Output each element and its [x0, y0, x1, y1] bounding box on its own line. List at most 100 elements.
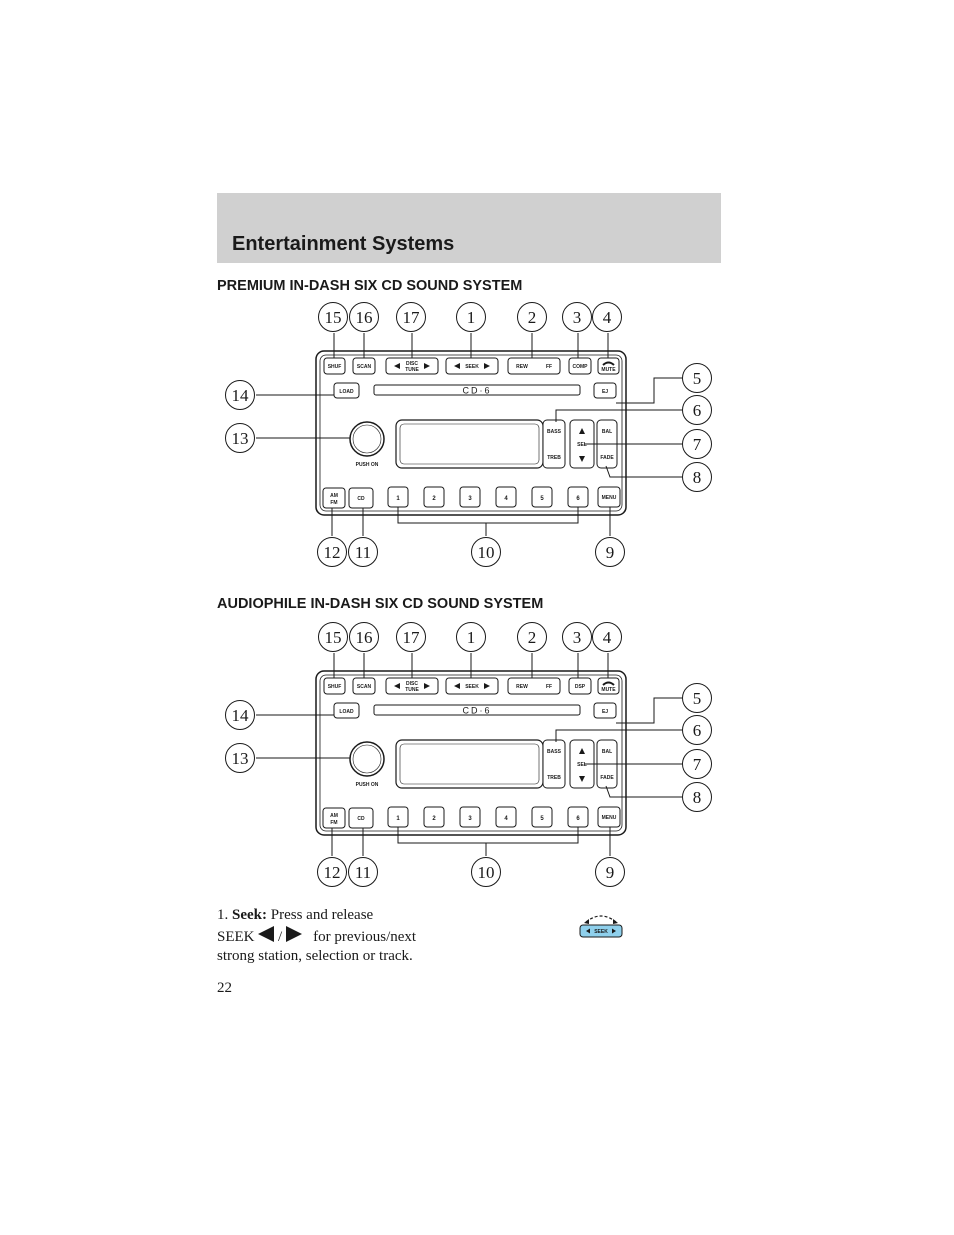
menu-label: MENU: [602, 815, 617, 821]
callout-number: 13: [225, 743, 255, 773]
callout-number: 13: [225, 423, 255, 453]
callout-circle: [317, 537, 347, 567]
callout-number: 15: [318, 302, 348, 332]
leader-8: [605, 465, 682, 478]
callout-number: 5: [682, 683, 712, 713]
callout-label: 11: [355, 863, 371, 882]
bass-treb-button: [542, 419, 566, 469]
callout-number: 6: [682, 395, 712, 425]
sel-down-arrow-icon: [579, 776, 585, 782]
callout-label: 2: [528, 308, 537, 327]
ej-label: EJ: [602, 709, 608, 715]
callout-circle: [682, 429, 712, 459]
seek-motion-arc-icon: [585, 915, 617, 923]
callout-label: 6: [693, 721, 702, 740]
callout-number: 3: [562, 622, 592, 652]
callout-circle: [348, 857, 378, 887]
callout-circle: [682, 395, 712, 425]
leader-8: [605, 785, 682, 798]
cd6-logo: CD·6: [462, 706, 491, 716]
volume-knob: [349, 741, 385, 777]
callout-label: 4: [603, 308, 612, 327]
leader-5: [616, 377, 682, 404]
cd-label: CD: [357, 496, 365, 502]
callout-number: 11: [348, 857, 378, 887]
sel-up-arrow-icon: [579, 428, 585, 434]
callout-circle: [682, 749, 712, 779]
callout-number: 4: [592, 622, 622, 652]
page-number: 22: [217, 980, 232, 996]
callout-circle: [562, 622, 592, 652]
seek-arc-right-arrowhead-icon: [613, 919, 618, 924]
callout-label: 10: [478, 543, 495, 562]
menu-label: MENU: [602, 495, 617, 501]
callout-label: 7: [693, 435, 702, 454]
callout-circle: [562, 302, 592, 332]
rew-ff-button: [507, 357, 561, 375]
callout-label: 4: [603, 628, 612, 647]
callout-label: 14: [232, 386, 250, 405]
callout-label: 10: [478, 863, 495, 882]
callout-number: 8: [682, 462, 712, 492]
callout-label: 2: [528, 628, 537, 647]
callout-circle: [225, 423, 255, 453]
disc-tune-right-arrow-icon: [424, 683, 430, 689]
preset-4-label: 4: [504, 816, 508, 822]
seek-icon-button: [579, 924, 623, 938]
seek-label: SEEK: [465, 364, 479, 370]
preset-1-label: 1: [396, 816, 400, 822]
leader-6: [555, 729, 682, 742]
callout-number: 8: [682, 782, 712, 812]
phone-mute-icon: [602, 681, 615, 686]
preset-5-label: 5: [540, 816, 544, 822]
section-heading-premium: PREMIUM IN-DASH SIX CD SOUND SYSTEM: [217, 278, 523, 294]
tune-label: TUNE: [405, 687, 419, 693]
callout-number: 4: [592, 302, 622, 332]
cd-label: CD: [357, 816, 365, 822]
sel-label: SEL: [577, 762, 587, 768]
callout-label: 15: [325, 628, 342, 647]
callout-number: 14: [225, 700, 255, 730]
callout-number: 9: [595, 537, 625, 567]
callout-label: 15: [325, 308, 342, 327]
callout-circle: [471, 857, 501, 887]
display-screen-inner: [399, 743, 540, 785]
seek-button: [445, 677, 499, 695]
rew-ff-button: [507, 677, 561, 695]
callout-number: 3: [562, 302, 592, 332]
ff-label: FF: [546, 364, 552, 370]
load-button: [333, 702, 360, 719]
push-on-label: PUSH ON: [356, 782, 379, 788]
callout-label: 9: [606, 863, 615, 882]
phone-mute-icon: [602, 361, 615, 366]
cd-button: [348, 487, 374, 509]
callout-label: 12: [324, 543, 341, 562]
callout-number: 16: [349, 302, 379, 332]
disc-tune-left-arrow-icon: [394, 363, 400, 369]
callout-label: 6: [693, 401, 702, 420]
load-label: LOAD: [339, 389, 354, 395]
ej-label: EJ: [602, 389, 608, 395]
callout-label: 16: [356, 628, 373, 647]
desc-line-3: strong station, selection or track.: [217, 948, 413, 964]
fm-label: FM: [330, 500, 337, 506]
seek-forward-arrow-icon: [285, 925, 302, 942]
ej-button: [593, 382, 617, 399]
callout-circle: [349, 302, 379, 332]
preset-3-button: [459, 806, 481, 828]
callout-circle: [318, 302, 348, 332]
callout-circle: [682, 462, 712, 492]
header-band: Entertainment Systems: [217, 193, 721, 263]
volume-knob: [349, 421, 385, 457]
sel-label: SEL: [577, 442, 587, 448]
display-screen-inner: [399, 423, 540, 465]
push-on-label: PUSH ON: [356, 462, 379, 468]
desc-seek-word: SEEK: [217, 928, 255, 945]
callout-label: 13: [232, 749, 249, 768]
callout-circle: [225, 380, 255, 410]
seek-button-figure: SEEK: [576, 910, 626, 942]
callout-circle: [592, 302, 622, 332]
desc-line-2: for previous/next: [313, 928, 417, 945]
